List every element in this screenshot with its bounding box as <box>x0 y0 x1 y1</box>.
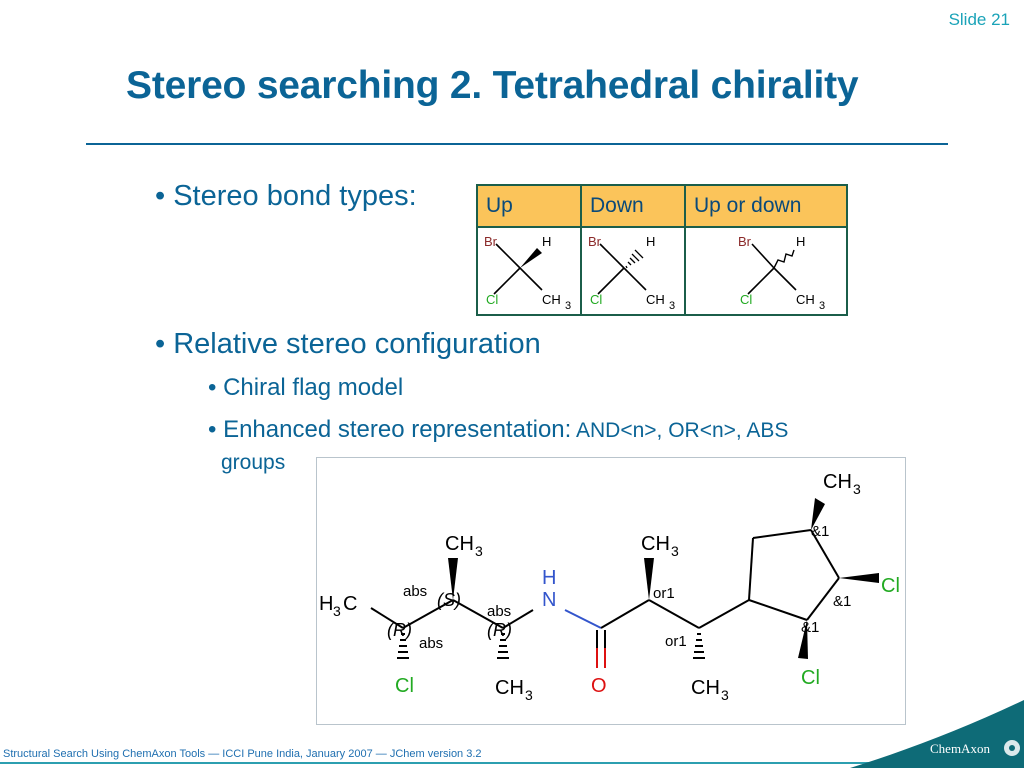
svg-text:H: H <box>796 234 805 249</box>
title-divider <box>86 143 948 145</box>
svg-text:abs: abs <box>487 603 511 620</box>
molecule-figure: H 3 C CH 3 CH 3 CH 3 CH 3 CH 3 Cl Cl Cl … <box>316 457 906 725</box>
cell-up-bond: Br H Cl CH 3 <box>476 226 582 316</box>
svg-text:3: 3 <box>669 300 675 312</box>
svg-text:H: H <box>646 234 655 249</box>
bullet-relative-stereo: • Relative stereo configuration <box>155 328 541 360</box>
svg-text:Br: Br <box>738 234 752 249</box>
svg-text:CH: CH <box>445 533 474 555</box>
wedge-up-structure: Br H Cl CH 3 <box>484 234 571 312</box>
svg-text:Cl: Cl <box>801 667 820 689</box>
svg-text:&1: &1 <box>811 523 829 540</box>
svg-text:CH: CH <box>542 292 561 307</box>
svg-text:3: 3 <box>565 300 571 312</box>
header-up: Up <box>476 184 582 228</box>
svg-text:Cl: Cl <box>395 675 414 697</box>
svg-text:CH: CH <box>495 677 524 699</box>
svg-text:(S): (S) <box>437 590 461 610</box>
cell-either-bond: Br H Cl CH 3 <box>684 226 848 316</box>
svg-text:Cl: Cl <box>740 292 752 307</box>
svg-text:Br: Br <box>588 234 602 249</box>
svg-text:O: O <box>591 675 607 697</box>
svg-text:H: H <box>542 234 551 249</box>
footer-divider <box>0 762 1024 764</box>
svg-text:3: 3 <box>721 687 729 703</box>
svg-text:H: H <box>542 567 556 589</box>
enhanced-stereo-molecule: H 3 C CH 3 CH 3 CH 3 CH 3 CH 3 Cl Cl Cl … <box>319 471 900 703</box>
svg-text:CH: CH <box>796 292 815 307</box>
stereo-bond-table: Up Down Up or down Br H Cl CH 3 <box>476 184 848 316</box>
sub-bullet-enhanced-groups: AND<n>, OR<n>, ABS <box>571 419 789 442</box>
svg-text:Br: Br <box>484 234 498 249</box>
svg-text:CH: CH <box>641 533 670 555</box>
header-up-or-down: Up or down <box>684 184 848 228</box>
svg-text:or1: or1 <box>665 633 687 650</box>
svg-text:3: 3 <box>333 603 341 619</box>
svg-text:(R): (R) <box>387 620 412 640</box>
svg-text:3: 3 <box>525 687 533 703</box>
svg-text:Cl: Cl <box>486 292 498 307</box>
cell-down-bond: Br H Cl CH 3 <box>580 226 686 316</box>
slide-title: Stereo searching 2. Tetrahedral chiralit… <box>126 64 859 107</box>
svg-text:3: 3 <box>853 481 861 497</box>
svg-text:(R): (R) <box>487 620 512 640</box>
svg-text:Cl: Cl <box>881 575 900 597</box>
svg-text:abs: abs <box>403 583 427 600</box>
svg-text:H: H <box>319 593 333 615</box>
slide-number: Slide 21 <box>948 10 1010 29</box>
header-down: Down <box>580 184 686 228</box>
svg-text:or1: or1 <box>653 585 675 602</box>
svg-text:3: 3 <box>671 543 679 559</box>
hash-down-structure: Br H Cl CH 3 <box>588 234 675 312</box>
svg-text:3: 3 <box>819 300 825 312</box>
svg-text:Cl: Cl <box>590 292 602 307</box>
svg-text:CH: CH <box>823 471 852 493</box>
wavy-either-structure: Br H Cl CH 3 <box>738 234 825 312</box>
svg-text:3: 3 <box>475 543 483 559</box>
svg-text:&1: &1 <box>833 593 851 610</box>
logo-swoosh <box>850 700 1024 768</box>
sub-bullet-enhanced-stereo: • Enhanced stereo representation: AND<n>… <box>208 416 788 444</box>
svg-text:&1: &1 <box>801 619 819 636</box>
svg-text:abs: abs <box>419 635 443 652</box>
svg-text:CH: CH <box>691 677 720 699</box>
svg-text:C: C <box>343 593 357 615</box>
svg-text:N: N <box>542 589 556 611</box>
bullet-stereo-bond-types: • Stereo bond types: <box>155 180 417 212</box>
sub-bullet-chiral-flag: • Chiral flag model <box>208 374 404 401</box>
chemaxon-logo: ChemAxon <box>930 741 990 756</box>
sub-bullet-enhanced-main: • Enhanced stereo representation: <box>208 416 572 443</box>
sub-bullet-enhanced-cont: groups <box>221 451 286 474</box>
footer-text: Structural Search Using ChemAxon Tools —… <box>3 748 482 760</box>
svg-text:CH: CH <box>646 292 665 307</box>
